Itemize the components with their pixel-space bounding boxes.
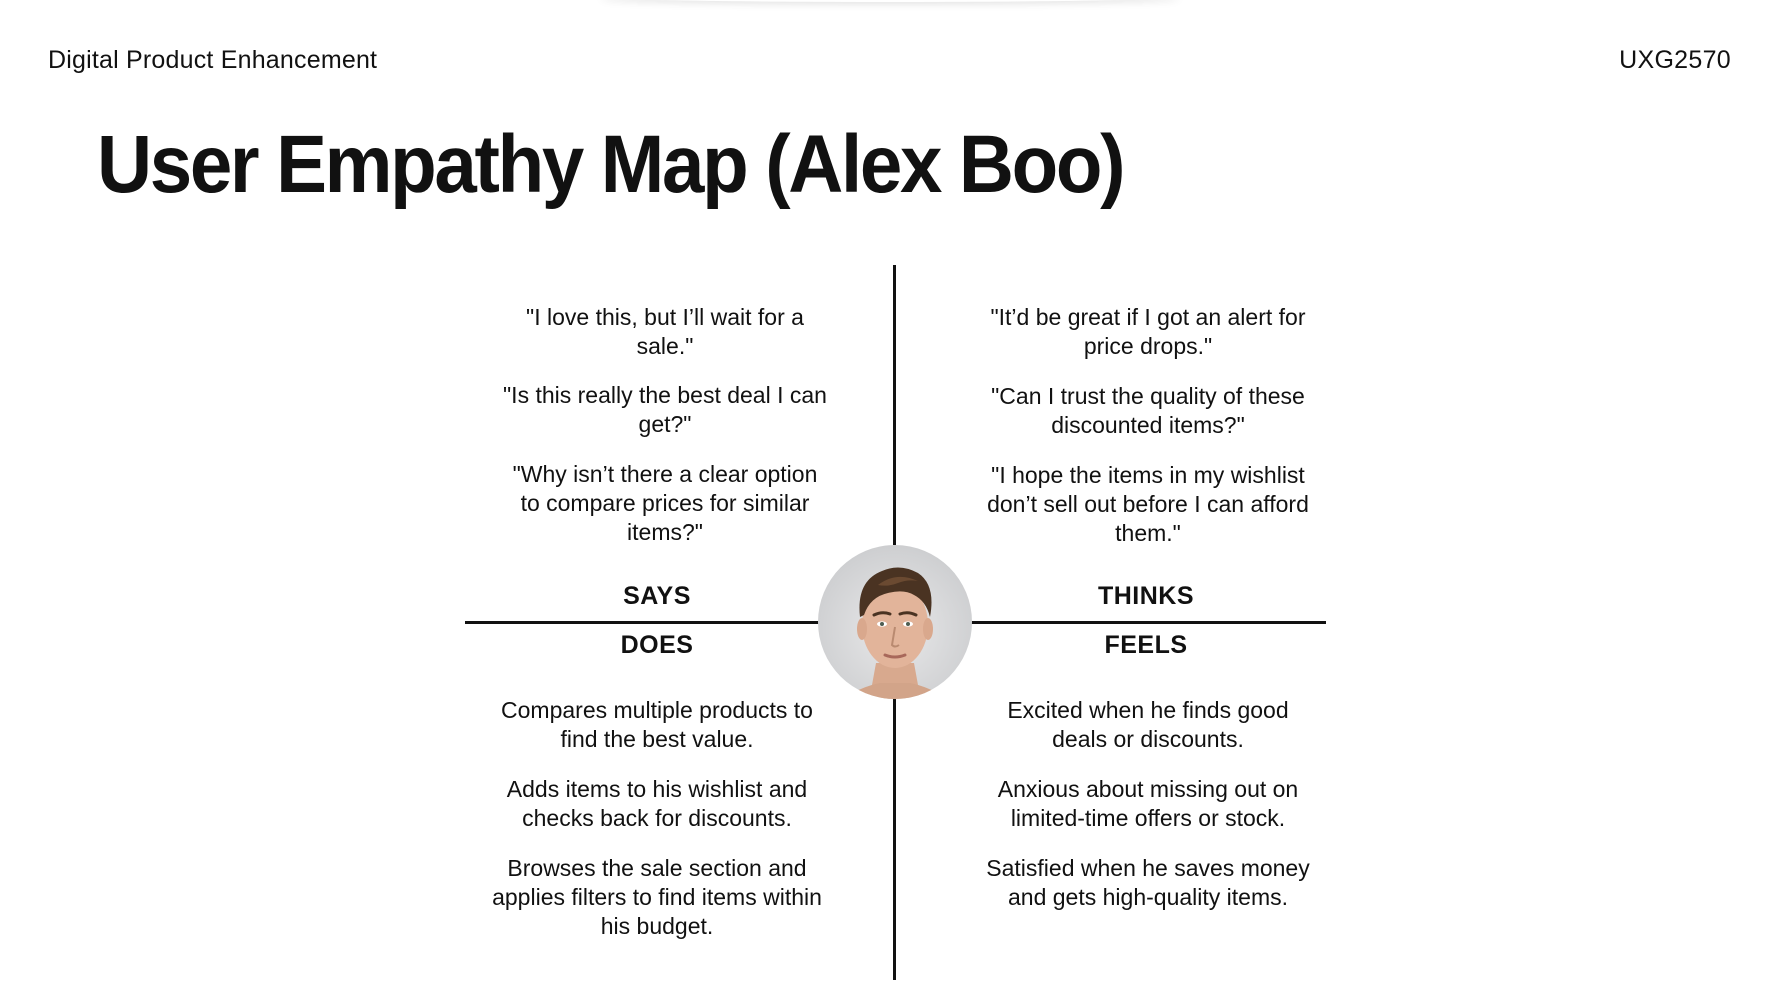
does-quadrant: Compares multiple products to find the b… <box>492 696 822 962</box>
page-title: User Empathy Map (Alex Boo) <box>97 119 1126 210</box>
thinks-item: "It’d be great if I got an alert for pri… <box>990 304 1306 359</box>
does-item: Compares multiple products to find the b… <box>501 697 813 752</box>
vertical-divider-top <box>893 265 896 545</box>
horizontal-divider-right <box>966 621 1326 624</box>
says-item: "Is this really the best deal I can get?… <box>503 382 827 437</box>
says-item: "I love this, but I’ll wait for a sale." <box>526 304 804 359</box>
feels-quadrant: Excited when he finds good deals or disc… <box>983 696 1313 933</box>
course-name: Digital Product Enhancement <box>48 46 378 74</box>
course-code: UXG2570 <box>1619 46 1731 74</box>
says-quadrant: "I love this, but I’ll wait for a sale."… <box>500 303 830 568</box>
horizontal-divider-left <box>465 621 825 624</box>
says-item: "Why isn’t there a clear option to compa… <box>512 461 818 545</box>
user-avatar <box>818 545 972 699</box>
does-item: Adds items to his wishlist and checks ba… <box>506 776 808 831</box>
top-shadow-decoration <box>600 0 1180 2</box>
thinks-item: "I hope the items in my wishlist don’t s… <box>987 462 1309 546</box>
says-label: SAYS <box>623 582 691 610</box>
feels-item: Anxious about missing out on limited-tim… <box>997 776 1299 831</box>
feels-item: Excited when he finds good deals or disc… <box>1007 697 1289 752</box>
feels-item: Satisfied when he saves money and gets h… <box>986 855 1310 910</box>
does-item: Browses the sale section and applies fil… <box>492 855 822 939</box>
thinks-label: THINKS <box>1097 582 1195 610</box>
does-label: DOES <box>620 631 694 659</box>
thinks-quadrant: "It’d be great if I got an alert for pri… <box>983 303 1313 569</box>
user-portrait-icon <box>841 567 949 699</box>
vertical-divider-bottom <box>893 693 896 980</box>
feels-label: FEELS <box>1104 631 1188 659</box>
thinks-item: "Can I trust the quality of these discou… <box>991 383 1305 438</box>
